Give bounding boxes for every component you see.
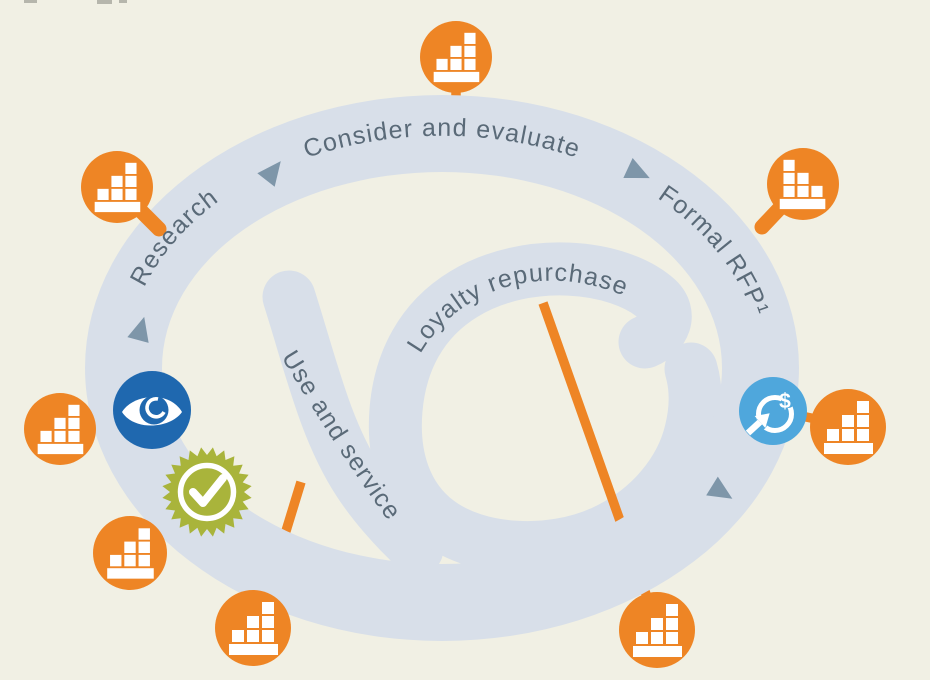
data-blocks-icon <box>810 389 886 465</box>
arrow-icon <box>127 316 149 343</box>
edge-artifacts <box>24 0 127 4</box>
loyalty-spiral-band <box>368 242 722 575</box>
touchpoint-nodes <box>24 21 886 668</box>
use-and-service-band <box>262 270 444 576</box>
data-blocks-icon <box>619 592 695 668</box>
data-blocks-icon <box>215 590 291 666</box>
flow-arrows <box>127 158 733 499</box>
arrow-icon <box>623 158 650 179</box>
arrow-icon <box>706 476 733 499</box>
magnifier-data-icon <box>81 151 167 237</box>
dollar-symbol: $ <box>779 390 791 413</box>
data-blocks-icon <box>24 393 96 465</box>
arrow-icon <box>257 161 281 187</box>
data-blocks-icon <box>420 21 492 93</box>
magnifier-data-icon <box>754 148 839 235</box>
check-seal-icon <box>162 447 252 537</box>
eye-icon <box>113 371 191 449</box>
dollar-repurchase-icon: $ <box>739 377 807 445</box>
inner-swirl <box>262 242 722 576</box>
data-blocks-icon <box>93 516 167 590</box>
